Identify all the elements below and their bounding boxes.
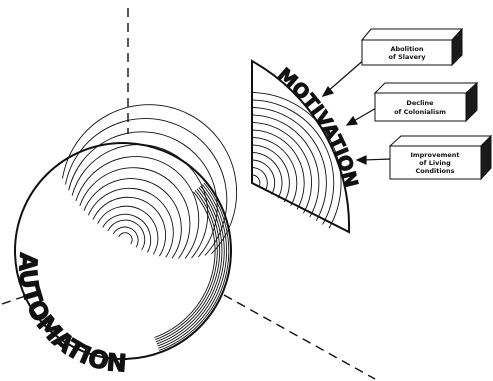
box3-line1: Improvement [410,151,459,159]
arrow-colonialism-head [347,117,357,125]
sphere-edge-ring [157,187,222,344]
box-abolition-of-slavery: Abolition of Slavery [362,29,462,65]
sphere-ring [108,220,145,250]
sphere-ring [69,132,217,257]
automation-label: AUTOMATION [13,252,127,378]
box2-top [375,83,477,93]
box2-line2: of Colonialism [394,108,446,116]
box-decline-of-colonialism: Decline of Colonialism [375,83,477,121]
sphere-ring [76,157,199,259]
box2-front [375,93,466,121]
axis-right [224,295,375,379]
box1-line1: Abolition [390,45,423,53]
box3-line3: Conditions [415,167,454,175]
arrow-living [363,159,391,160]
arrow-colonialism [352,107,378,122]
box3-line2: of Living [419,159,451,167]
box2-line1: Decline [406,99,434,107]
sphere-edge-ring [156,189,220,342]
box1-line2: of Slavery [389,53,427,61]
box-improvement-of-living-conditions: Improvement of Living Conditions [390,136,491,179]
motivation-quadrant: MOTIVATION [252,61,362,232]
automation-label-text: AUTOMATION [13,252,127,378]
automation-sphere: AUTOMATION [13,105,236,378]
arrow-living-head [357,156,366,164]
sphere-ring [84,179,181,259]
sphere-ring [113,227,138,247]
box3-top [390,136,491,146]
box1-top [362,29,462,40]
sphere-ring [119,233,132,244]
sphere-edge-ring [155,192,216,338]
arrow-slavery [327,58,366,92]
sphere-ring [88,188,173,257]
